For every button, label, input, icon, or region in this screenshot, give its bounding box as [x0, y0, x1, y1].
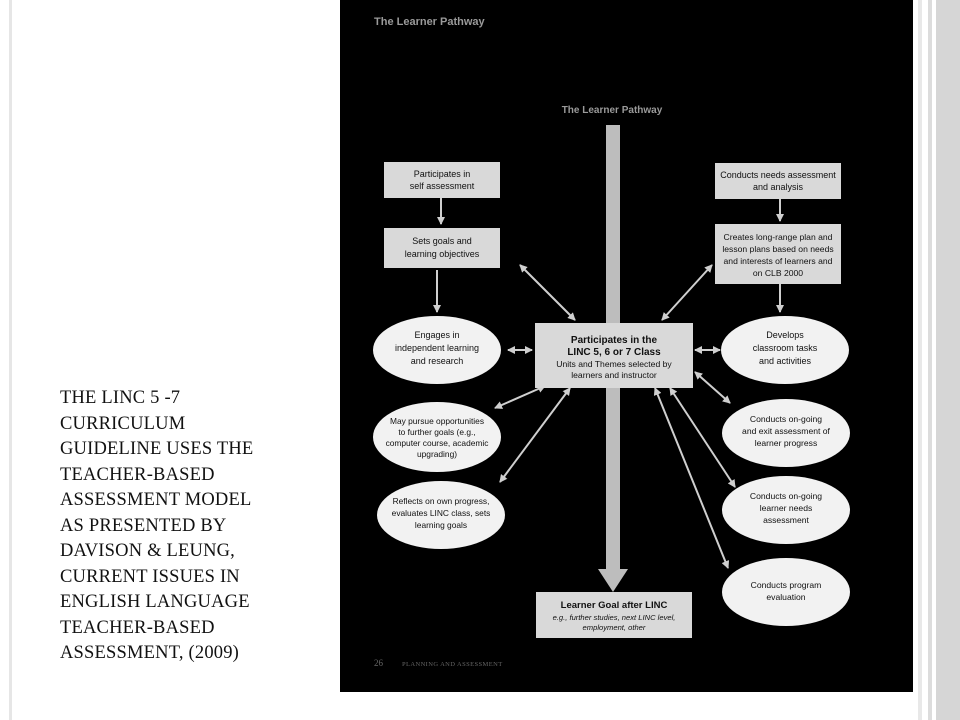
- caption-year: (2009): [188, 643, 240, 663]
- box-sets-goals-line: Sets goals and: [412, 236, 472, 246]
- caption-line-last: ASSESSMENT, (2009): [60, 641, 332, 667]
- caption-line: CURRENT ISSUES IN: [60, 566, 240, 587]
- caption-line: CURRICULUM: [60, 413, 186, 434]
- box-long-range-plan: [715, 224, 841, 284]
- oval-reflects-line: evaluates LINC class, sets: [392, 508, 491, 518]
- oval-needs-line: assessment: [763, 515, 809, 525]
- oval-learner-progress: [722, 399, 850, 467]
- center-sub-line: learners and instructor: [571, 370, 657, 380]
- oval-opportunities: [373, 402, 501, 472]
- box-self-assessment: [384, 162, 500, 198]
- slide-caption: THE LINC 5 -7 CURRICULUM GUIDELINE USES …: [60, 386, 332, 667]
- caption-line: AS PRESENTED BY: [60, 515, 227, 536]
- box-sets-goals: [384, 228, 500, 268]
- diagram-title: The Learner Pathway: [562, 105, 663, 116]
- caption-line: DAVISON & LEUNG,: [60, 541, 236, 561]
- oval-program-evaluation: [722, 558, 850, 626]
- oval-reflects-line: learning goals: [415, 520, 467, 530]
- slide-right-border: [914, 0, 960, 720]
- arrow-center-program: [653, 387, 730, 569]
- box-needs-assessment: [715, 163, 841, 199]
- oval-tasks-line: Develops: [766, 330, 804, 340]
- box-sets-goals-line: learning objectives: [405, 249, 480, 259]
- goal-sub-line: employment, other: [583, 623, 646, 632]
- slide-left-border: [9, 0, 12, 720]
- caption-line: TEACHER-BASED: [60, 617, 215, 638]
- center-title-line: Participates in the: [571, 335, 658, 346]
- oval-reflects: [377, 481, 505, 549]
- oval-independent-line: and research: [411, 356, 464, 366]
- box-long-range-plan-line: on CLB 2000: [753, 268, 803, 278]
- arrow-center-upper-left: [519, 264, 576, 321]
- caption-line: ASSESSMENT,: [60, 643, 184, 663]
- footer-text: PLANNING AND ASSESSMENT: [402, 661, 503, 668]
- caption-line: THE LINC 5 -7: [60, 388, 181, 408]
- box-long-range-plan-line: lesson plans based on needs: [722, 244, 833, 254]
- oval-tasks-line: classroom tasks: [753, 343, 818, 353]
- oval-opportunities-line: upgrading): [417, 449, 457, 459]
- learner-pathway-figure: The Learner Pathway The Learner Pathway …: [340, 0, 913, 692]
- oval-program-line: evaluation: [766, 592, 805, 602]
- oval-tasks-line: and activities: [759, 356, 812, 366]
- oval-independent-learning: [373, 316, 501, 384]
- goal-sub-line: e.g., further studies, next LINC level,: [553, 613, 676, 622]
- oval-independent-line: independent learning: [395, 343, 479, 353]
- oval-opportunities-line: computer course, academic: [386, 438, 489, 448]
- oval-progress-line: learner progress: [755, 438, 818, 448]
- goal-title: Learner Goal after LINC: [561, 600, 668, 611]
- oval-program-line: Conducts program: [751, 580, 822, 590]
- arrow-center-upper-right: [661, 264, 713, 321]
- oval-opportunities-line: to further goals (e.g.,: [398, 427, 475, 437]
- oval-needs-line: learner needs: [760, 503, 813, 513]
- arrow-center-progress: [694, 371, 731, 404]
- caption-line: GUIDELINE USES THE: [60, 439, 254, 459]
- oval-reflects-line: Reflects on own progress,: [393, 496, 490, 506]
- oval-progress-line: and exit assessment of: [742, 426, 831, 436]
- arrow-center-opportunities: [494, 385, 546, 409]
- caption-line: ENGLISH LANGUAGE: [60, 592, 250, 612]
- arrow-center-reflects: [499, 387, 571, 483]
- box-self-assessment-line: self assessment: [410, 181, 475, 191]
- center-sub-line: Units and Themes selected by: [556, 359, 672, 369]
- box-long-range-plan-line: Creates long-range plan and: [724, 232, 833, 242]
- oval-needs-line: Conducts on-going: [750, 491, 822, 501]
- box-needs-assessment-line: Conducts needs assessment: [720, 170, 836, 180]
- box-center-participates: [535, 323, 693, 388]
- oval-independent-line: Engages in: [414, 330, 459, 340]
- box-learner-goal: [536, 592, 692, 638]
- box-long-range-plan-line: and interests of learners and: [724, 256, 833, 266]
- oval-progress-line: Conducts on-going: [750, 414, 822, 424]
- oval-opportunities-line: May pursue opportunities: [390, 416, 484, 426]
- center-title-line: LINC 5, 6 or 7 Class: [567, 347, 661, 358]
- learner-pathway-diagram: The Learner Pathway The Learner Pathway …: [373, 16, 850, 668]
- footer-page-number: 26: [374, 658, 384, 668]
- page-header: The Learner Pathway: [374, 16, 486, 28]
- central-arrow-head: [598, 569, 628, 592]
- oval-classroom-tasks: [721, 316, 849, 384]
- box-needs-assessment-line: and analysis: [753, 182, 804, 192]
- box-self-assessment-line: Participates in: [414, 169, 471, 179]
- caption-line: ASSESSMENT MODEL: [60, 490, 252, 510]
- oval-needs-assessment: [722, 476, 850, 544]
- caption-line: TEACHER-BASED: [60, 464, 215, 485]
